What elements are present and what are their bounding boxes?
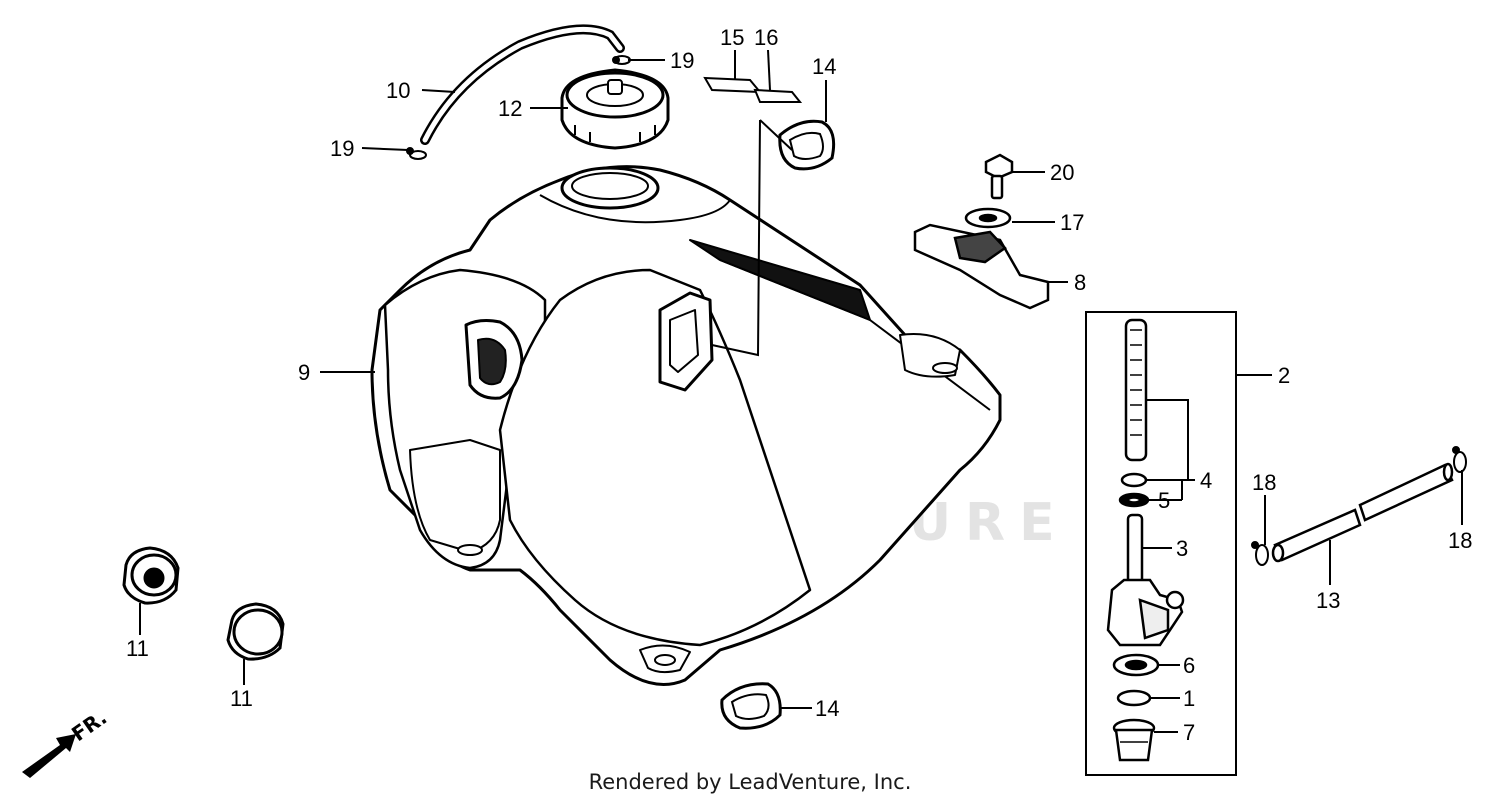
callout-4: 4 [1200,468,1212,493]
callout-15: 15 [720,25,744,50]
callout-6: 6 [1183,653,1195,678]
fuel-cup [1112,718,1156,762]
callout-19-lower: 19 [330,136,354,161]
rubber-grommet-lower [720,682,782,730]
callout-3: 3 [1176,536,1188,561]
fuel-tank-band [913,223,1050,310]
leader-lines [139,49,1463,733]
washer [964,207,1012,229]
callout-5: 5 [1158,488,1170,513]
fuel-filler-cap [560,68,670,150]
hose-clip-lower [406,147,427,160]
breather-hose [420,24,625,145]
callout-16: 16 [754,25,778,50]
callout-1: 1 [1183,686,1195,711]
callout-13: 13 [1316,588,1340,613]
rubber-grommet-upper [778,119,836,171]
tube-clip-right [1452,446,1467,473]
fuel-tank [370,165,1002,686]
callout-12: 12 [498,96,522,121]
callout-7: 7 [1183,720,1195,745]
callout-8: 8 [1074,270,1086,295]
fuel-strainer-screen [1124,318,1148,462]
fuel-valve-body [1106,513,1185,647]
footer-credit: Rendered by LeadVenture, Inc. [588,770,912,794]
tube-clip-left [1251,541,1269,566]
valve-o-ring-lower [1116,689,1152,707]
callout-2: 2 [1278,363,1290,388]
fuel-tube [1271,462,1454,563]
fuel-valve-assembly-box [1085,311,1237,776]
callout-11-b: 11 [230,686,253,711]
mounting-bolt [984,153,1014,200]
callout-10: 10 [386,78,410,103]
callout-14-lower: 14 [815,696,839,721]
caution-labels [703,76,803,103]
hose-clip-upper [612,55,631,65]
callout-9: 9 [298,360,310,385]
cushion-a [122,546,180,605]
cushion-b [226,602,285,661]
front-direction-arrow [22,734,76,778]
callout-18-left: 18 [1252,470,1276,495]
valve-gasket [1118,492,1150,508]
callout-20: 20 [1050,160,1074,185]
valve-cup-seal [1112,653,1160,677]
callout-11-a: 11 [126,636,149,661]
callout-17: 17 [1060,210,1084,235]
callout-19-upper: 19 [670,48,694,73]
callout-18-right: 18 [1448,528,1472,553]
callout-14-upper: 14 [812,54,836,79]
valve-o-ring [1120,472,1148,488]
